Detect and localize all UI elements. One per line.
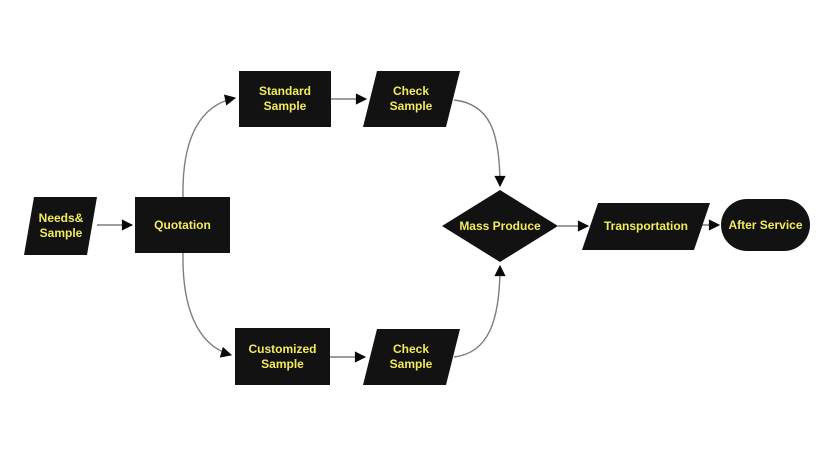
node-customized-sample-shape <box>235 328 330 385</box>
edge-check-sample-top-to-mass-produce <box>453 99 506 188</box>
node-transportation-shape <box>582 203 710 250</box>
node-quotation-shape <box>135 197 230 253</box>
node-check-sample-bottom-shape <box>363 329 460 385</box>
edge-quotation-to-standard-sample <box>182 94 237 198</box>
edge-quotation-to-customized-sample <box>182 252 233 358</box>
node-mass-produce-shape <box>442 190 558 262</box>
edge-check-sample-bottom-to-mass-produce <box>453 264 506 358</box>
node-needs-sample-shape <box>24 197 97 255</box>
node-after-service-shape <box>721 199 810 251</box>
node-standard-sample-shape <box>239 71 331 127</box>
node-check-sample-top-shape <box>363 71 460 127</box>
